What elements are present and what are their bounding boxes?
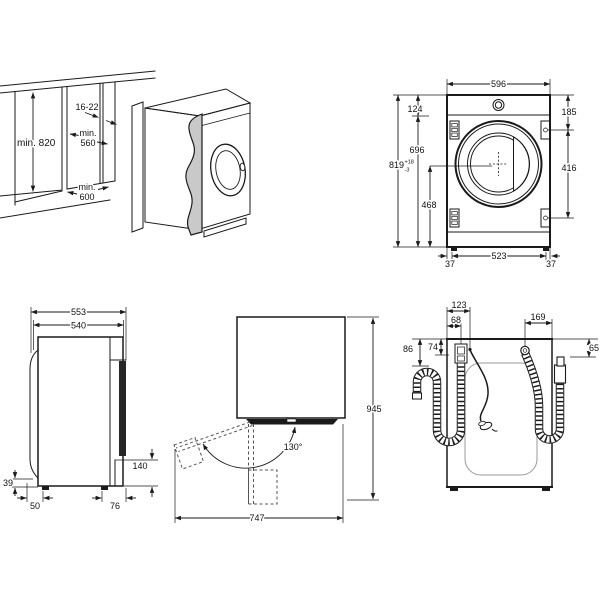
porthole-front bbox=[454, 120, 543, 208]
furniture-door-panel bbox=[185, 113, 203, 236]
dim-niche-depth: min. 560 bbox=[69, 127, 108, 150]
foot-inset-left-label: 37 bbox=[445, 259, 455, 269]
door-handle-recess bbox=[513, 136, 530, 192]
foot-inset-right-label: 37 bbox=[546, 259, 556, 269]
center-to-bottom-label: 468 bbox=[421, 200, 436, 210]
depth-total-label: 553 bbox=[71, 307, 86, 317]
open-width-label: 747 bbox=[249, 513, 264, 523]
dim-front-width: 596 bbox=[446, 78, 551, 94]
foot-side-front bbox=[101, 486, 108, 490]
porthole-door bbox=[210, 143, 246, 197]
door-angle-label: 130° bbox=[284, 442, 303, 452]
dim-hinge-span: 416 bbox=[548, 129, 578, 219]
foot-front-right bbox=[543, 247, 549, 251]
bottom-clearance-label: 39 bbox=[3, 478, 13, 488]
inlet-hose-elbow bbox=[553, 364, 567, 384]
machine-base bbox=[203, 217, 247, 238]
door-edge-side bbox=[119, 361, 126, 456]
niche-depth-value: 560 bbox=[80, 138, 95, 148]
dim-niche-width: min. 600 bbox=[67, 181, 109, 204]
inlet-offset-label: 169 bbox=[530, 312, 545, 322]
rear-panel-outline bbox=[464, 362, 538, 476]
niche-min-height-label: min. 820 bbox=[17, 138, 56, 149]
height-tolerance-minus: -3 bbox=[405, 168, 410, 174]
foot-rear-left bbox=[450, 487, 458, 491]
inlet-hose-nub bbox=[556, 356, 565, 367]
machine-top-face bbox=[144, 88, 252, 117]
dim-front-foot-inset: 76 bbox=[92, 488, 136, 513]
open-depth-label: 945 bbox=[366, 404, 381, 414]
cord-drop-label: 74 bbox=[428, 342, 438, 352]
front-foot-inset-label: 76 bbox=[110, 501, 120, 511]
dim-panel-thickness: 16-22 bbox=[74, 101, 117, 125]
hinge-bracket-bottom-left bbox=[449, 208, 460, 228]
dim-niche-height: min. 820 bbox=[16, 92, 57, 192]
overall-height-label: 819 bbox=[389, 160, 404, 170]
door-handle bbox=[239, 162, 246, 172]
dim-cord-drop: 74 bbox=[426, 338, 449, 356]
dim-hose-guide-drop: 86 bbox=[401, 338, 447, 367]
foot-front-left bbox=[451, 247, 457, 251]
dim-cord-offset: 123 bbox=[446, 299, 471, 348]
drain-hose bbox=[412, 343, 468, 447]
niche-width-prefix: min. bbox=[78, 182, 95, 192]
drain-hose-end bbox=[412, 392, 422, 400]
front-width-label: 596 bbox=[491, 79, 506, 89]
door-swing-arc bbox=[202, 426, 297, 469]
dim-top-edge: 124 bbox=[406, 94, 429, 117]
inlet-drop-label: 65 bbox=[589, 343, 599, 353]
rear-view: 123 68 169 86 74 65 bbox=[401, 299, 600, 491]
dim-inlet-drop: 65 bbox=[552, 338, 600, 358]
plinth-height-label: 140 bbox=[132, 461, 147, 471]
top-view: 130° 945 747 bbox=[173, 316, 383, 525]
cord-offset-label: 123 bbox=[451, 300, 466, 310]
dim-feet-span: 523 37 37 bbox=[438, 248, 560, 271]
dim-center-to-bottom: 468 bbox=[420, 165, 492, 248]
power-cord bbox=[468, 347, 498, 432]
foot-side-rear bbox=[42, 486, 49, 490]
body-height-label: 696 bbox=[409, 145, 424, 155]
cabinet-side-panel bbox=[131, 101, 144, 233]
center-crosshair bbox=[489, 152, 508, 176]
hose-guide-drop-label: 86 bbox=[403, 344, 413, 354]
hinge-span-label: 416 bbox=[561, 163, 576, 173]
transport-bolt-hole bbox=[492, 99, 505, 111]
height-tolerance-plus: +18 bbox=[405, 160, 414, 166]
dim-open-width: 747 bbox=[174, 424, 344, 525]
top-edge-label: 124 bbox=[407, 104, 422, 114]
dim-bottom-clearance: 39 bbox=[1, 470, 38, 496]
dim-plinth-height: 140 bbox=[131, 449, 155, 497]
feet-span-label: 523 bbox=[491, 251, 506, 261]
dim-body-height: 696 bbox=[408, 115, 426, 248]
dim-top-to-hinge: 185 bbox=[548, 94, 578, 131]
niche-cutout-view: min. 820 16-22 min. 560 min. 600 bbox=[0, 70, 156, 219]
hinge-bracket-top-left bbox=[449, 120, 460, 140]
depth-body-label: 540 bbox=[71, 321, 86, 331]
dim-open-depth: 945 bbox=[347, 316, 383, 501]
inlet-hose bbox=[520, 345, 567, 444]
inlet-connection-nut bbox=[520, 345, 530, 356]
door-latch bbox=[286, 418, 297, 423]
niche-width-value: 600 bbox=[79, 192, 94, 202]
foot-rear-right bbox=[542, 487, 550, 491]
machine-body-front bbox=[446, 94, 551, 248]
dim-inlet-offset: 169 bbox=[524, 311, 553, 346]
dim-depth-body: 540 bbox=[33, 319, 124, 350]
niche-panel-thickness-label: 16-22 bbox=[75, 102, 98, 112]
rear-panel-bulge bbox=[29, 349, 39, 479]
dim-drain-offset: 68 bbox=[446, 314, 463, 344]
top-to-hinge-label: 185 bbox=[561, 107, 576, 117]
niche-depth-prefix: min. bbox=[79, 128, 96, 138]
side-view: 553 540 140 39 50 bbox=[1, 306, 158, 513]
machine-body-top bbox=[236, 316, 346, 419]
drain-offset-label: 68 bbox=[451, 315, 461, 325]
washer-3d-view bbox=[131, 88, 252, 238]
dim-rear-foot-inset: 50 bbox=[17, 483, 53, 513]
rear-foot-inset-label: 50 bbox=[30, 501, 40, 511]
dim-depth-total: 553 bbox=[30, 306, 127, 360]
front-view: 596 819 +18 -3 124 696 468 185 bbox=[387, 78, 578, 271]
